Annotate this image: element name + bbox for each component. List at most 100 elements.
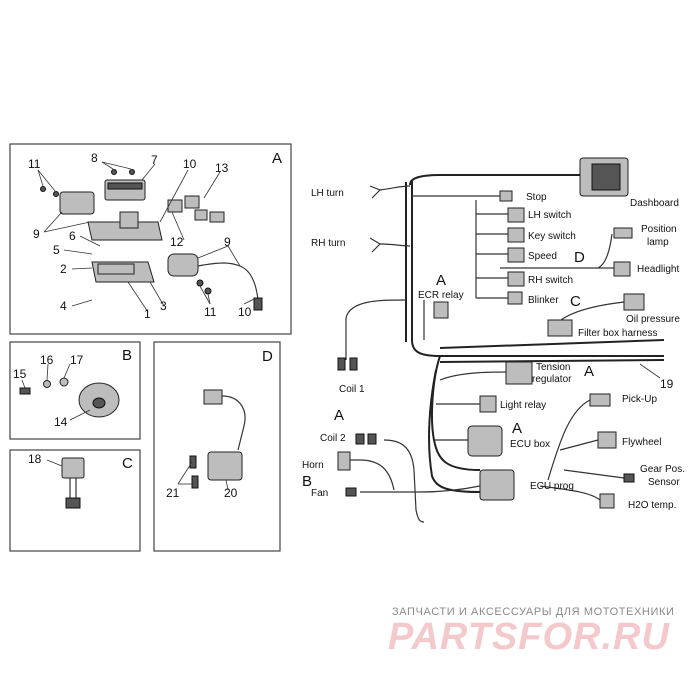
screw-21b-part: [191, 475, 199, 489]
rhswitch-connector: [507, 271, 525, 287]
ref-c-oil: C: [570, 293, 581, 310]
tension-connector: [505, 361, 533, 385]
panel-b-letter: B: [122, 347, 132, 364]
horn-center: [92, 397, 106, 409]
relay-18-part: [61, 457, 85, 479]
main-harness: [337, 157, 665, 523]
tension-wire: [439, 371, 509, 381]
callout-4: 4: [60, 299, 67, 313]
label-dashboard: Dashboard: [630, 198, 679, 209]
coil1-pin-b: [349, 357, 358, 371]
relay-18-plug: [65, 497, 81, 509]
label-gear-pos-2: Sensor: [648, 477, 680, 488]
label-lh-turn: LH turn: [311, 188, 344, 199]
callout-7: 7: [151, 153, 158, 167]
ecr-relay-connector: [433, 301, 449, 319]
ref-d-position: D: [574, 249, 585, 266]
panel-c-frame: [9, 449, 141, 552]
ref-a-ecu: A: [512, 420, 522, 437]
label-rh-switch: RH switch: [528, 275, 573, 286]
keyswitch-connector: [507, 227, 525, 243]
washer-16-part: [43, 380, 51, 388]
callout-8: 8: [91, 151, 98, 165]
gearpos-connector: [623, 473, 635, 483]
panel-a: A: [9, 143, 292, 335]
callout-16: 16: [40, 353, 54, 367]
label-fan: Fan: [311, 488, 328, 499]
ref-19-leader: [639, 363, 661, 379]
panel-a-letter: A: [272, 150, 282, 167]
pickup-connector: [589, 393, 611, 407]
label-position-1: Position: [641, 224, 677, 235]
h2o-connector: [599, 493, 615, 509]
label-ref-19: 19: [660, 377, 674, 391]
panel-c: C 18: [9, 449, 141, 552]
coil-part: [167, 253, 199, 277]
trunk-19: [439, 359, 665, 363]
bolt-15-part: [19, 387, 31, 395]
callout-5: 5: [53, 243, 60, 257]
fuse-part-3: [194, 209, 208, 221]
callout-12: 12: [170, 235, 184, 249]
label-speed: Speed: [528, 251, 557, 262]
screw-a2: [204, 287, 212, 295]
filterbox-connector: [547, 319, 573, 337]
ecu-bracket-assembly: [40, 169, 263, 311]
wire-d: [221, 395, 246, 451]
small-relay-part: [119, 211, 139, 229]
callout-9: 9: [33, 227, 40, 241]
callout-17: 17: [70, 353, 84, 367]
position-lamp-connector: [613, 227, 633, 239]
pickup-wire: [547, 399, 591, 481]
panel-d-frame: [153, 341, 281, 552]
callout-21: 21: [166, 486, 180, 500]
harness-labels: LH turn RH turn Dashboard Stop LH switch…: [302, 188, 685, 511]
callout-13: 13: [215, 161, 229, 175]
rh-turn-wire: [379, 243, 411, 247]
coil2-wire: [383, 439, 425, 523]
panel-b-frame: [9, 341, 141, 440]
panel-c-letter: C: [122, 455, 133, 472]
coil2-pin-a: [355, 433, 365, 445]
panel-d-letter: D: [262, 348, 273, 365]
ref-b-horn: B: [302, 473, 312, 490]
fuse-part-4: [209, 211, 225, 223]
label-horn: Horn: [302, 460, 324, 471]
trunk-filterbox: [439, 339, 665, 349]
screw-a6: [129, 169, 135, 175]
callout-6: 6: [69, 229, 76, 243]
ref-a-ecr: A: [436, 272, 446, 289]
fan-connector: [345, 487, 357, 497]
headlight-connector: [613, 261, 631, 277]
label-flywheel: Flywheel: [622, 437, 661, 448]
fuse-part-2: [184, 195, 200, 209]
label-filter-box: Filter box harness: [578, 328, 657, 339]
relay-part: [59, 191, 95, 215]
callout-14: 14: [54, 415, 68, 429]
ref-a-coil2: A: [334, 407, 344, 424]
harness-refs: A C D A A A B: [302, 249, 594, 490]
label-tension-2: regulator: [532, 374, 572, 385]
label-coil-2: Coil 2: [320, 433, 346, 444]
horn-wire: [344, 459, 395, 491]
screw-a3: [40, 186, 46, 192]
ref-a-tension: A: [584, 363, 594, 380]
label-headlight: Headlight: [637, 264, 679, 275]
rh-turn-split: [369, 237, 381, 253]
flywheel-connector: [597, 431, 617, 449]
label-position-2: lamp: [647, 237, 669, 248]
screw-a4: [53, 191, 59, 197]
panel-a-frame: [9, 143, 292, 335]
label-key-switch: Key switch: [528, 231, 576, 242]
blinker-connector: [507, 291, 523, 305]
oil-pressure-connector: [623, 293, 645, 311]
callout-15: 15: [13, 367, 27, 381]
coil1-pin-a: [337, 357, 346, 371]
label-rh-turn: RH turn: [311, 238, 345, 249]
connector-d-part: [203, 389, 223, 405]
label-ecr-relay: ECR relay: [418, 290, 464, 301]
spark-cap: [253, 297, 263, 311]
watermark-tagline: ЗАПЧАСТИ И АКСЕССУАРЫ ДЛЯ МОТОТЕХНИКИ: [392, 606, 675, 618]
panel-b: B 15 16 17 14: [9, 341, 141, 440]
